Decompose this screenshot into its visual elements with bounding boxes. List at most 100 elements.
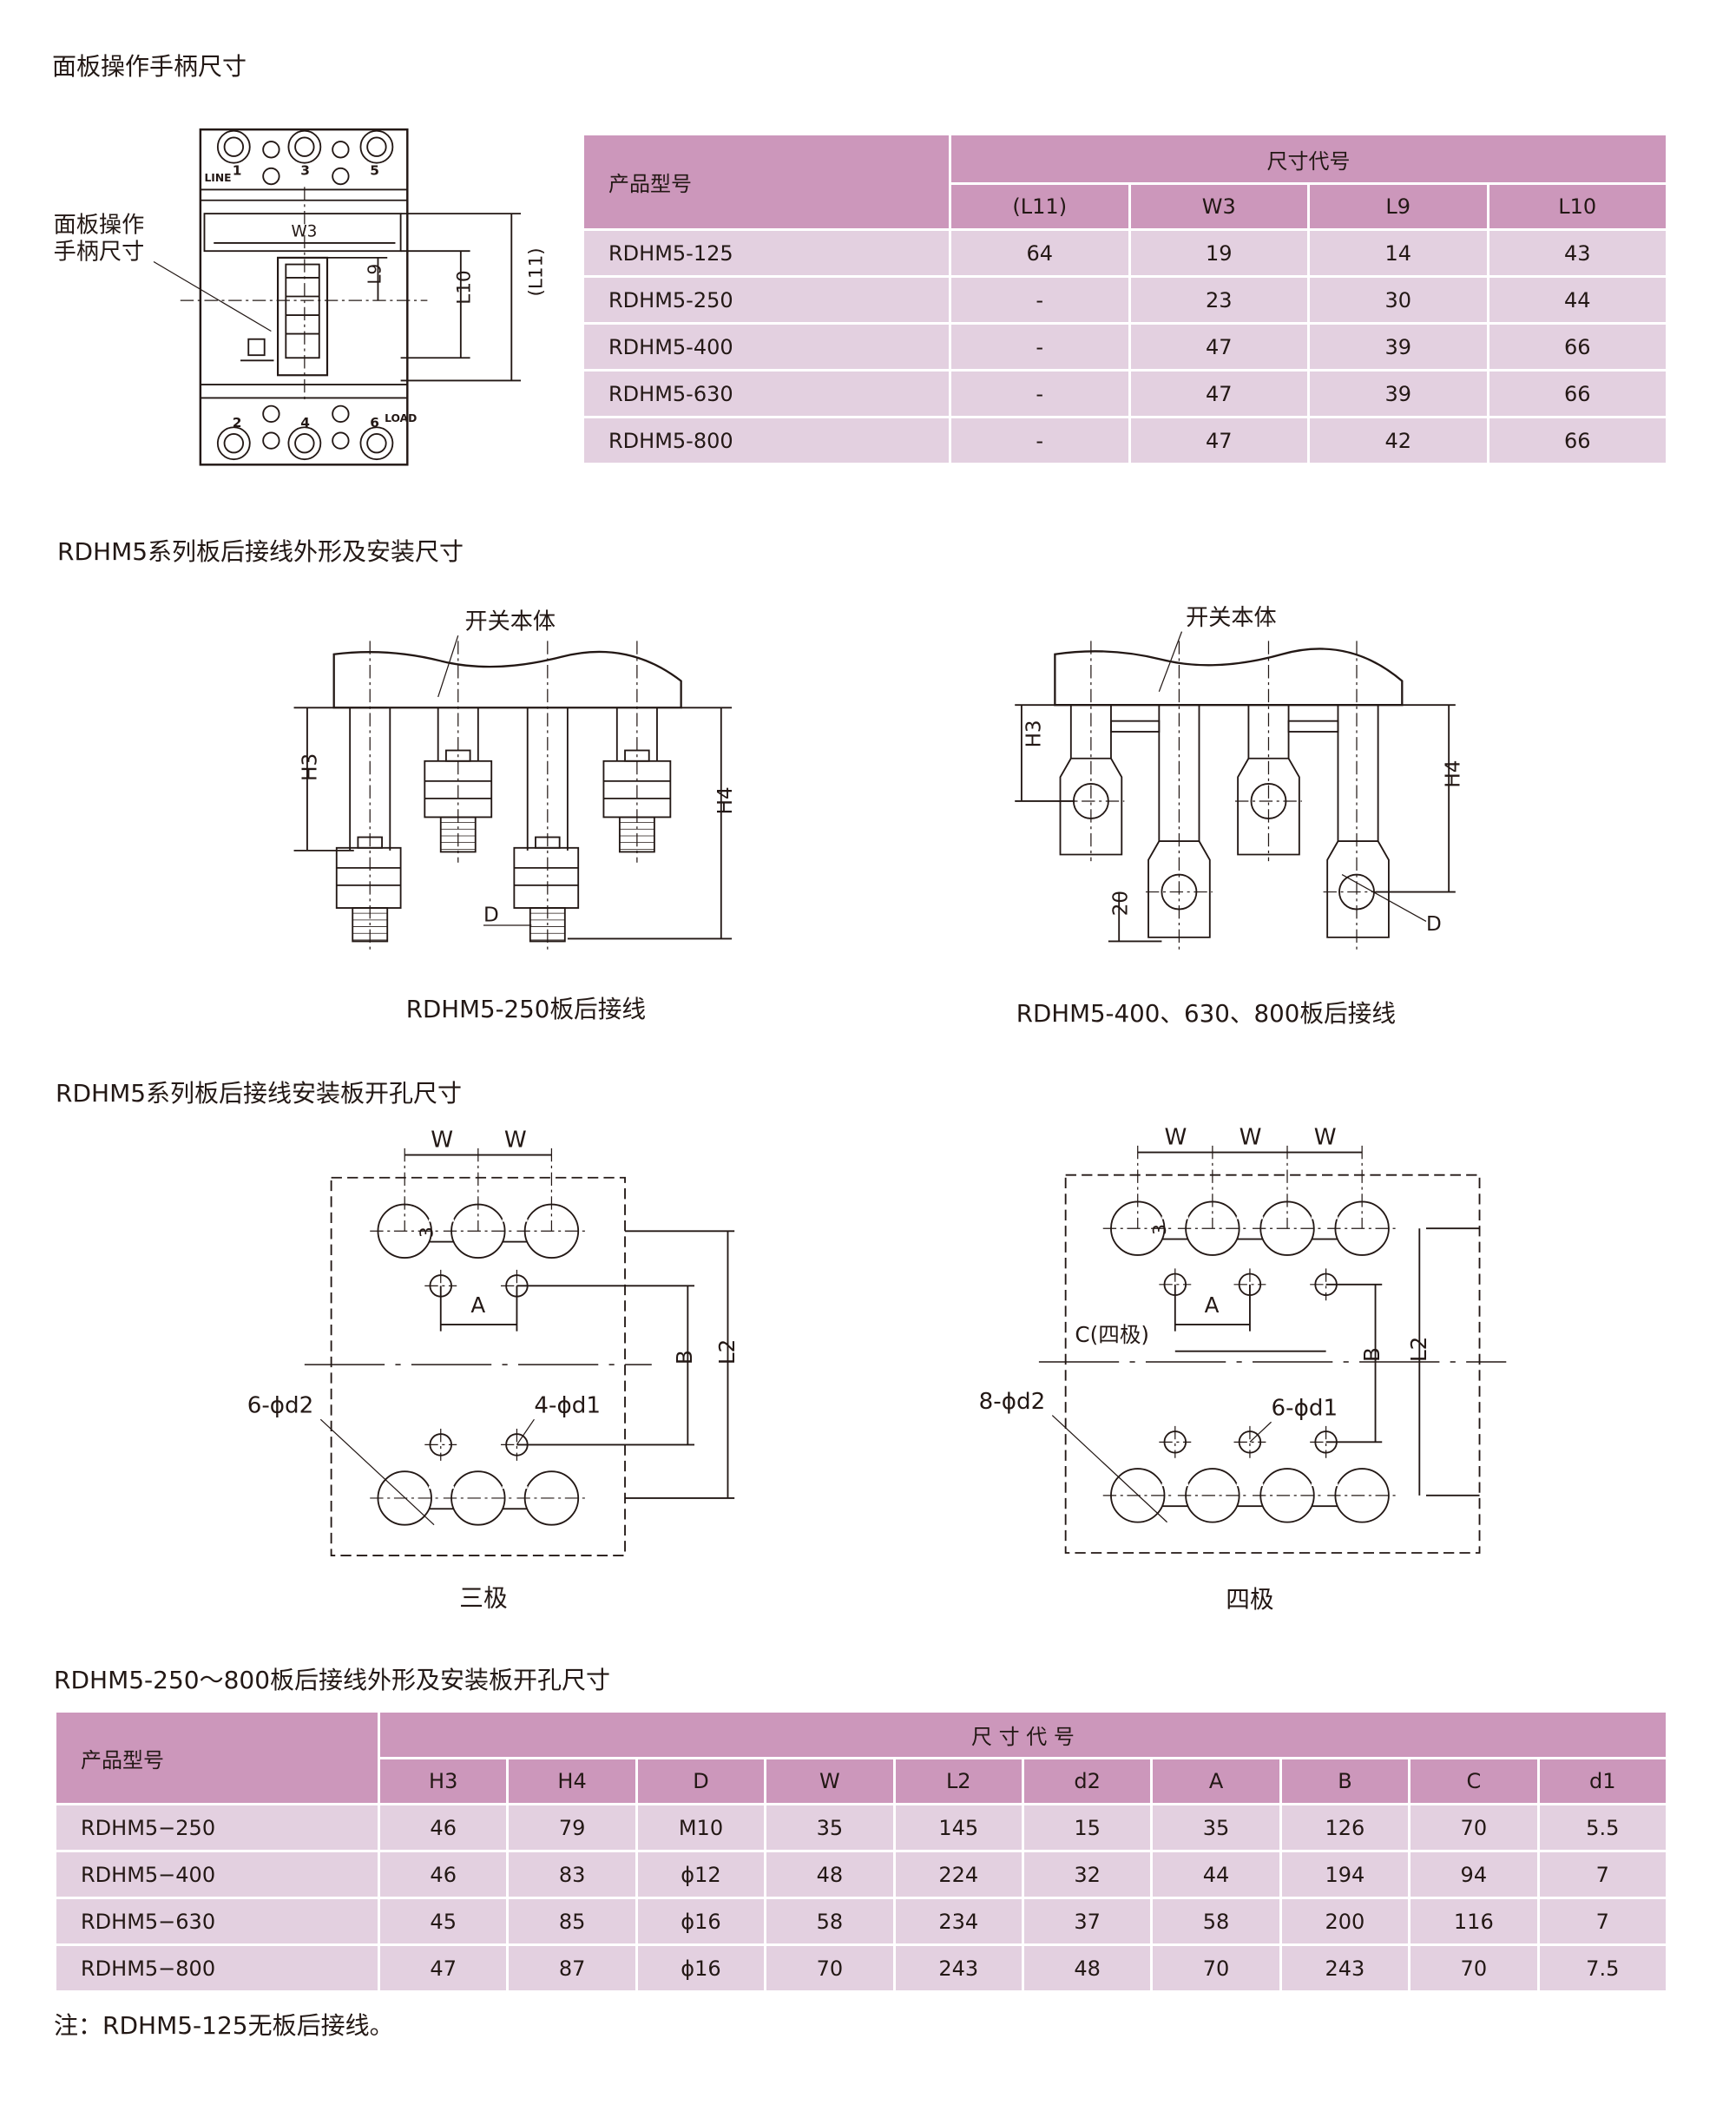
value-cell: ϕ16 (635, 1943, 767, 1993)
h4-label: H4 (1442, 760, 1464, 788)
w-label: W (431, 1127, 453, 1153)
value-cell: 35 (764, 1803, 896, 1852)
model-cell: RDHM5-400 (582, 322, 951, 372)
model-header: 产品型号 (582, 133, 951, 231)
rect (1110, 720, 1161, 733)
value-cell: 5.5 (1536, 1803, 1669, 1852)
terminal-lug (1059, 757, 1123, 856)
line (319, 1418, 435, 1526)
section-title-handle: 面板操作手柄尺寸 (52, 52, 247, 81)
b-label: B (672, 1350, 697, 1365)
terminal-number: 1 (233, 163, 242, 179)
terminal-lug (1326, 840, 1390, 938)
value-cell: 85 (506, 1897, 638, 1946)
switch-body (332, 650, 682, 709)
circle (359, 426, 394, 461)
d2-label: 6-ϕd2 (247, 1392, 314, 1418)
column-header: L9 (1307, 182, 1489, 231)
column-header: L10 (1486, 182, 1668, 231)
circle (223, 433, 245, 454)
model-cell: RDHM5-250 (582, 275, 951, 325)
column-header: W (764, 1757, 896, 1805)
rect (513, 846, 580, 909)
column-header: W3 (1128, 182, 1310, 231)
dim-20-label: 20 (1109, 891, 1132, 916)
rect (277, 256, 329, 377)
value-cell: 44 (1486, 275, 1668, 325)
d2-label: 8-ϕd2 (979, 1389, 1046, 1415)
l2-label: L2 (714, 1339, 740, 1365)
l11-label: (L11) (526, 247, 548, 296)
line (1051, 1415, 1167, 1523)
value-cell: 32 (1021, 1850, 1154, 1899)
circle (294, 433, 315, 454)
circle (294, 136, 315, 157)
h3-label: H3 (1023, 720, 1045, 747)
callout-label: 面板操作 (54, 213, 145, 239)
value-cell: 7.5 (1536, 1943, 1669, 1993)
circle (216, 129, 251, 164)
rect (199, 128, 409, 466)
callout-label: 手柄尺寸 (54, 239, 145, 265)
terminal-number: 4 (300, 415, 310, 431)
value-cell: - (949, 275, 1131, 325)
value-cell: 30 (1307, 275, 1489, 325)
rect (247, 338, 266, 357)
circle (332, 431, 350, 450)
switch-body-label: 开关本体 (464, 609, 556, 635)
line (1249, 1421, 1272, 1443)
value-cell: 47 (1128, 369, 1310, 418)
rect (618, 816, 655, 853)
model-cell: RDHM5-800 (582, 416, 951, 465)
d-label: D (483, 904, 499, 926)
switch-body-label: 开关本体 (1186, 605, 1277, 631)
a-label: A (1205, 1292, 1220, 1318)
value-cell: 126 (1279, 1803, 1411, 1852)
terminal-number: 5 (370, 163, 379, 179)
value-cell: 47 (1128, 322, 1310, 372)
circle (366, 433, 387, 454)
terminal-lug (1147, 840, 1211, 938)
diagram-caption: 四极 (1226, 1585, 1273, 1614)
value-cell: 70 (1408, 1803, 1540, 1852)
h4-label: H4 (714, 786, 737, 814)
circle (262, 431, 280, 450)
value-cell: 48 (764, 1850, 896, 1899)
d-label: D (1426, 913, 1442, 936)
w3-label: W3 (291, 222, 317, 240)
column-header: H3 (377, 1757, 510, 1805)
value-cell: 39 (1307, 369, 1489, 418)
w-label: W (1164, 1124, 1187, 1150)
value-cell: 83 (506, 1850, 638, 1899)
value-cell: 145 (892, 1803, 1024, 1852)
value-cell: 44 (1150, 1850, 1282, 1899)
circle (359, 129, 394, 164)
column-header: C (1408, 1757, 1540, 1805)
value-cell: 7 (1536, 1850, 1669, 1899)
value-cell: 39 (1307, 322, 1489, 372)
value-cell: - (949, 369, 1131, 418)
w-label: W (1314, 1124, 1337, 1150)
group-header: 尺寸代号 (949, 133, 1668, 185)
line (153, 260, 272, 332)
diagram-caption: RDHM5-250板后接线 (406, 995, 646, 1023)
d1-label: 6-ϕd1 (1272, 1396, 1338, 1422)
c-label: C(四极) (1075, 1322, 1149, 1347)
value-cell: 19 (1128, 228, 1310, 278)
value-cell: ϕ16 (635, 1897, 767, 1946)
column-header: B (1279, 1757, 1411, 1805)
value-cell: 47 (1128, 416, 1310, 465)
column-header: L2 (892, 1757, 1024, 1805)
value-cell: 45 (377, 1897, 510, 1946)
value-cell: 66 (1486, 322, 1668, 372)
